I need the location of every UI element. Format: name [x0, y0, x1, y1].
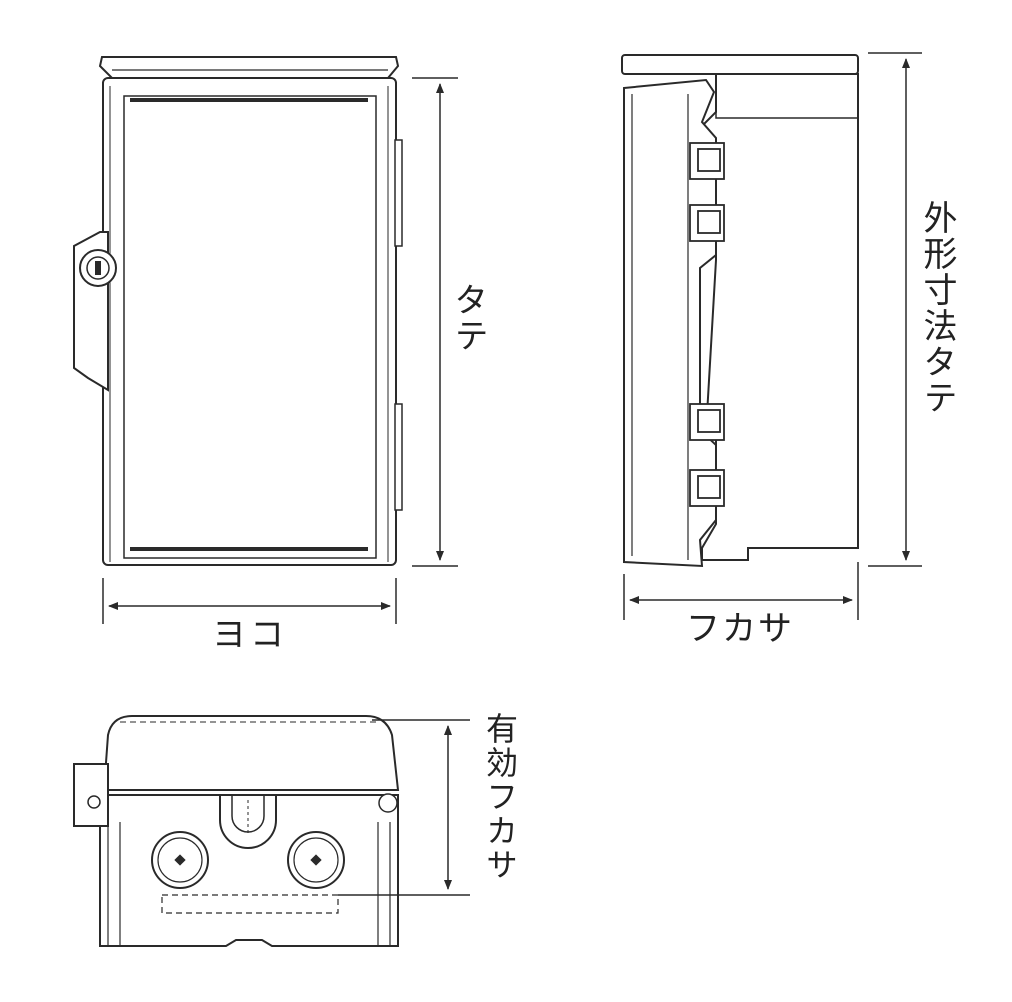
front-hinge-bottom — [394, 403, 403, 511]
bottom-dimensions — [338, 719, 470, 896]
side-hinges — [689, 142, 725, 507]
side-top-cap — [621, 54, 859, 75]
height-label: タテ — [448, 282, 488, 354]
side-view — [621, 54, 859, 568]
front-hinge-top — [394, 139, 403, 247]
side-door — [623, 78, 717, 568]
front-top-cap — [98, 56, 400, 79]
front-door-panel — [123, 95, 377, 559]
width-label: ヨコ — [212, 615, 288, 655]
outer-height-label: 外形寸法タテ — [917, 200, 957, 416]
side-dimensions — [623, 52, 922, 620]
bottom-cover — [102, 715, 400, 791]
front-view — [73, 56, 403, 566]
depth-label: フカサ — [686, 609, 794, 649]
effective-depth-label: 有効フカサ — [481, 712, 519, 882]
bottom-latch — [73, 763, 109, 827]
side-rear-body — [700, 73, 859, 561]
bottom-view — [73, 715, 400, 947]
front-dimensions — [102, 77, 458, 624]
mounting-area-dashed — [161, 894, 339, 914]
